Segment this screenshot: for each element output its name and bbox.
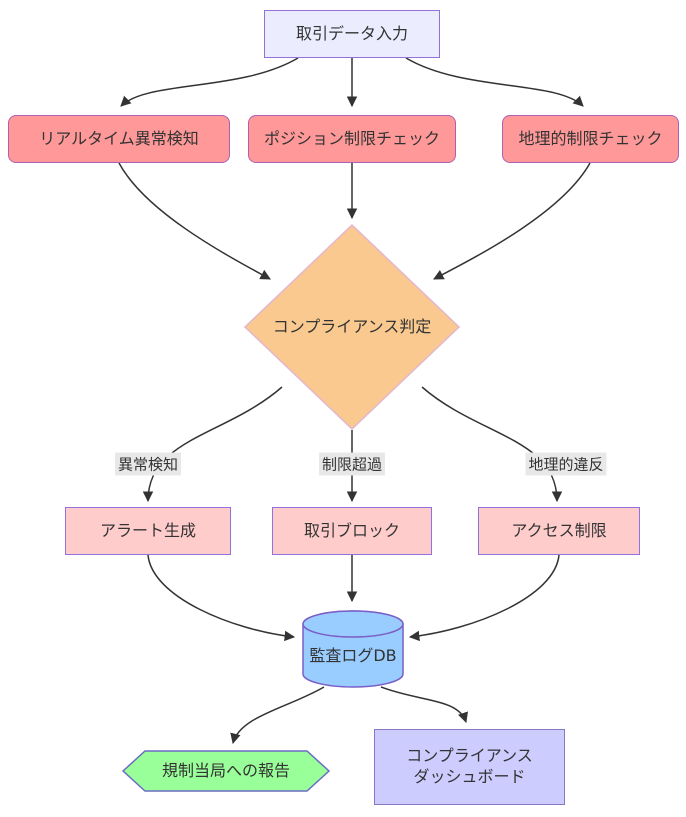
edge-label-geo-violation: 地理的違反 bbox=[525, 452, 607, 476]
node-compliance-decision: コンプライアンス判定 bbox=[244, 224, 460, 430]
node-trade-block-label: 取引ブロック bbox=[303, 520, 400, 540]
node-position-limit-check-label: ポジション制限チェック bbox=[263, 128, 440, 148]
edge-input-realtime bbox=[120, 57, 299, 107]
node-transaction-input-label: 取引データ入力 bbox=[295, 23, 408, 43]
edge-realtime-decision bbox=[118, 162, 271, 280]
node-compliance-dashboard: コンプライアンス ダッシュボード bbox=[374, 729, 565, 805]
node-alert-generation-label: アラート生成 bbox=[99, 520, 196, 540]
node-compliance-dashboard-label-line2: ダッシュボード bbox=[413, 767, 526, 786]
node-regulator-report: 規制当局への報告 bbox=[122, 750, 330, 792]
cylinder-shape bbox=[302, 610, 404, 688]
edge-geocheck-decision bbox=[433, 162, 591, 280]
node-compliance-decision-label: コンプライアンス判定 bbox=[272, 316, 432, 336]
node-access-restriction-label: アクセス制限 bbox=[511, 520, 607, 540]
node-transaction-input: 取引データ入力 bbox=[264, 10, 440, 58]
edge-decision-access bbox=[421, 386, 563, 503]
node-realtime-anomaly-detection: リアルタイム異常検知 bbox=[8, 115, 230, 163]
edge-alert-auditdb bbox=[147, 554, 296, 642]
diamond-shape bbox=[244, 224, 460, 430]
node-regulator-report-label: 規制当局への報告 bbox=[161, 760, 290, 780]
edge-input-geocheck bbox=[405, 57, 584, 107]
node-position-limit-check: ポジション制限チェック bbox=[248, 115, 456, 163]
edge-auditdb-report bbox=[230, 686, 325, 745]
edge-label-limit-exceeded: 制限超過 bbox=[318, 452, 386, 476]
edge-auditdb-dashboard bbox=[380, 686, 468, 723]
node-trade-block: 取引ブロック bbox=[272, 507, 432, 555]
node-audit-log-db: 監査ログDB bbox=[302, 610, 404, 688]
node-alert-generation: アラート生成 bbox=[65, 507, 231, 555]
hexagon-shape bbox=[122, 750, 330, 792]
edge-label-anomaly: 異常検知 bbox=[114, 452, 182, 476]
node-geographic-limit-check-label: 地理的制限チェック bbox=[518, 128, 663, 148]
edge-decision-alert bbox=[142, 386, 283, 503]
node-audit-log-db-label: 監査ログDB bbox=[309, 645, 397, 665]
node-realtime-anomaly-detection-label: リアルタイム異常検知 bbox=[39, 128, 199, 148]
node-compliance-dashboard-label-line1: コンプライアンス bbox=[406, 746, 533, 766]
edge-access-auditdb bbox=[408, 554, 560, 642]
node-geographic-limit-check: 地理的制限チェック bbox=[502, 115, 679, 163]
node-access-restriction: アクセス制限 bbox=[478, 507, 640, 555]
